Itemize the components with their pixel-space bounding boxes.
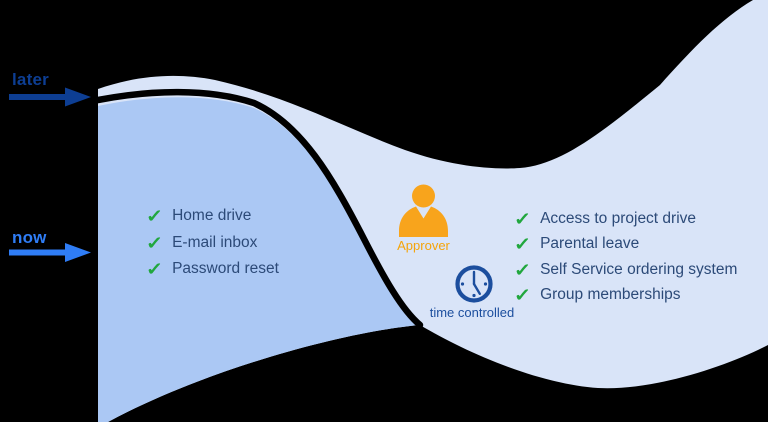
approver-label: Approver (397, 238, 450, 253)
check-icon: ✓ (513, 259, 532, 280)
service-label: Group memberships (540, 286, 681, 304)
service-label: E-mail inbox (172, 233, 258, 251)
later-services-list: ✓ Access to project drive ✓ Parental lea… (513, 206, 738, 309)
list-item: ✓ Self Service ordering system (513, 257, 738, 283)
time-controlled-label: time controlled (429, 305, 515, 320)
list-item: ✓ Group memberships (513, 283, 737, 309)
service-label: Self Service ordering system (540, 260, 738, 278)
check-icon: ✓ (145, 259, 164, 280)
approver-person-icon (399, 184, 448, 237)
list-item: ✓ Password reset (145, 256, 279, 283)
list-item: ✓ Access to project drive (513, 206, 737, 232)
service-label: Password reset (172, 260, 279, 278)
list-item: ✓ Parental leave (513, 232, 737, 258)
later-label: later (12, 70, 49, 89)
clock-icon (455, 265, 493, 303)
now-label: now (12, 228, 47, 247)
funnel-now-region (98, 97, 420, 422)
list-item: ✓ Home drive (145, 203, 279, 230)
check-icon: ✓ (513, 234, 532, 255)
divider-curve (94, 88, 424, 329)
now-services-list: ✓ Home drive ✓ E-mail inbox ✓ Password r… (145, 203, 279, 283)
check-icon: ✓ (513, 208, 532, 229)
check-icon: ✓ (513, 285, 532, 306)
service-label: Parental leave (540, 235, 640, 253)
now-arrow-icon (9, 243, 91, 262)
service-label: Access to project drive (540, 209, 697, 227)
list-item: ✓ E-mail inbox (145, 230, 279, 257)
later-arrow-icon (9, 87, 91, 107)
service-label: Home drive (172, 207, 252, 225)
check-icon: ✓ (145, 232, 164, 253)
check-icon: ✓ (145, 206, 164, 227)
